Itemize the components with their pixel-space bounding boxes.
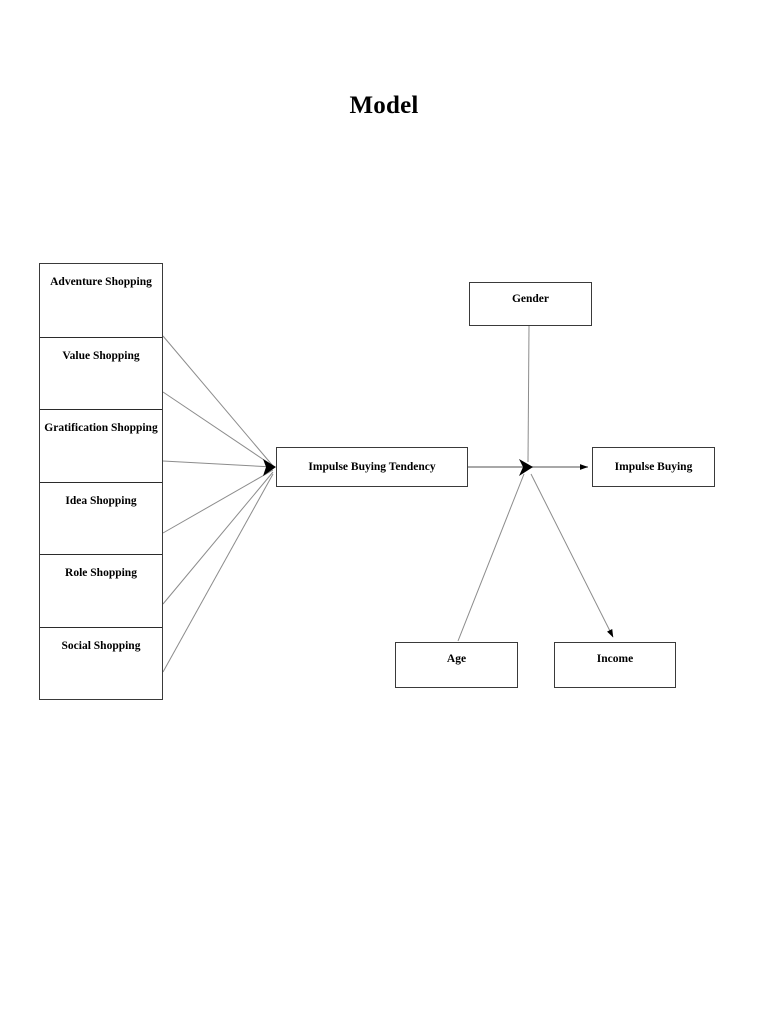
moderator-connector-group bbox=[457, 325, 614, 642]
stack-cell-gratification-shopping[interactable]: Gratification Shopping bbox=[40, 409, 162, 482]
edge-role-to-tendency bbox=[162, 471, 274, 605]
stack-cell-social-shopping[interactable]: Social Shopping bbox=[40, 627, 162, 701]
stack-cell-role-shopping[interactable]: Role Shopping bbox=[40, 554, 162, 627]
stack-cell-adventure-shopping[interactable]: Adventure Shopping bbox=[40, 264, 162, 337]
stack-cell-label: Adventure Shopping bbox=[50, 276, 152, 288]
node-label: Income bbox=[596, 653, 634, 665]
node-label: Gender bbox=[511, 293, 550, 305]
edge-gratification-to-tendency bbox=[162, 460, 274, 468]
edge-idea-to-tendency bbox=[162, 469, 274, 534]
shopping-motivation-stack: Adventure Shopping Value Shopping Gratif… bbox=[39, 263, 163, 700]
stack-cell-label: Value Shopping bbox=[62, 350, 140, 362]
stack-cell-idea-shopping[interactable]: Idea Shopping bbox=[40, 482, 162, 554]
stack-cell-label: Gratification Shopping bbox=[44, 422, 158, 434]
edge-value-to-tendency bbox=[162, 391, 274, 467]
moderation-junction-arrowhead bbox=[519, 459, 533, 476]
node-impulse-buying-tendency[interactable]: Impulse Buying Tendency bbox=[276, 447, 468, 487]
stack-cell-label: Social Shopping bbox=[61, 640, 141, 652]
stack-cell-value-shopping[interactable]: Value Shopping bbox=[40, 337, 162, 409]
page-title: Model bbox=[349, 92, 419, 119]
edge-adventure-to-tendency bbox=[162, 335, 274, 467]
node-income[interactable]: Income bbox=[554, 642, 676, 688]
edge-age-to-path bbox=[457, 473, 525, 642]
node-age[interactable]: Age bbox=[395, 642, 518, 688]
stack-cell-label: Idea Shopping bbox=[65, 495, 137, 507]
edge-path-to-income bbox=[530, 473, 614, 638]
predictor-connector-group bbox=[162, 335, 276, 673]
stack-cell-label: Role Shopping bbox=[65, 567, 137, 579]
tendency-inbound-arrowhead bbox=[263, 459, 276, 476]
edge-social-to-tendency bbox=[162, 473, 274, 673]
node-impulse-buying[interactable]: Impulse Buying bbox=[592, 447, 715, 487]
node-gender[interactable]: Gender bbox=[469, 282, 592, 326]
node-label: Impulse Buying Tendency bbox=[308, 460, 436, 473]
edge-gender-to-path bbox=[527, 325, 530, 463]
node-label: Impulse Buying bbox=[614, 460, 693, 473]
node-label: Age bbox=[446, 653, 467, 665]
